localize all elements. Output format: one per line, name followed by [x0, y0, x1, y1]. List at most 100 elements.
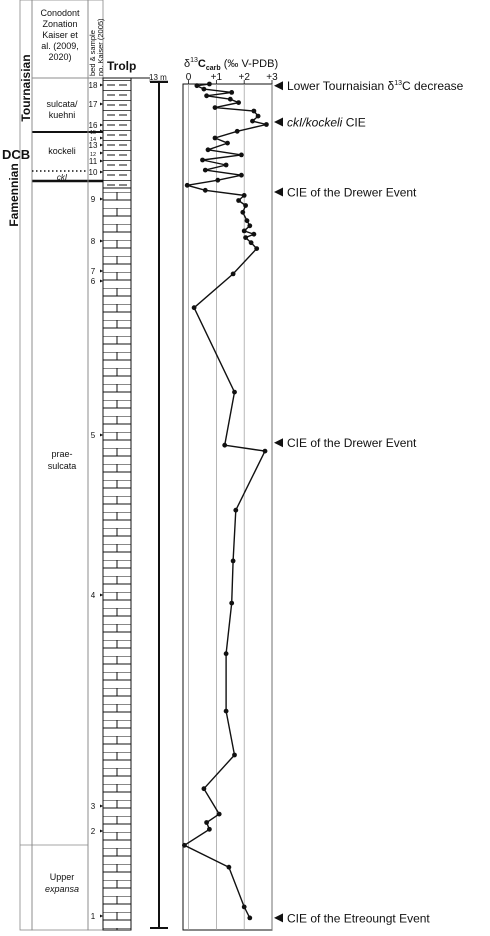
bed-marker: [100, 829, 103, 833]
lithology-column: [102, 77, 150, 931]
data-point: [247, 223, 253, 229]
annotation-italic: ckI/kockeli: [287, 115, 343, 129]
annotation-label: CIE of the Drewer Event: [287, 436, 417, 450]
zonation-header-line: Conodont: [40, 8, 80, 18]
bed-label: 7: [91, 267, 96, 276]
data-point: [201, 86, 207, 92]
scale-label: 13 m: [149, 73, 167, 82]
data-point: [254, 246, 260, 252]
bed-label: 1: [91, 912, 96, 921]
data-point: [182, 842, 187, 848]
bed-marker: [100, 123, 103, 127]
scale-bar: [150, 81, 168, 929]
annotation-arrow: [274, 117, 283, 127]
data-point: [223, 651, 229, 657]
annotation-label: CIE of the Drewer Event: [287, 186, 417, 200]
data-point: [191, 305, 197, 311]
data-point: [243, 235, 249, 241]
data-point: [201, 786, 207, 792]
bed-marker: [100, 914, 103, 918]
data-point: [232, 389, 237, 395]
data-point: [250, 118, 255, 124]
zone-praesulcata: prae-: [51, 449, 72, 459]
data-point: [223, 708, 229, 714]
bed-marker: [100, 433, 103, 437]
data-point: [205, 147, 211, 153]
stage-tournaisian: Tournaisian: [19, 54, 33, 121]
data-point: [239, 152, 244, 158]
stage-column: Tournaisian Famennian DCB: [2, 0, 103, 931]
axis-title-sup: 13: [190, 57, 198, 64]
data-point: [244, 218, 250, 224]
data-point: [241, 193, 247, 198]
section-name: Trolp: [107, 59, 136, 73]
data-point: [239, 172, 244, 178]
data-point: [236, 198, 242, 203]
bed-label: 4: [91, 591, 96, 600]
data-point: [233, 507, 239, 513]
bed-label: 6: [91, 277, 96, 286]
data-point: [251, 231, 257, 237]
data-point: [202, 167, 208, 173]
lithology-shale-limestone: [102, 77, 132, 189]
bed-marker: [100, 136, 103, 140]
zone-kockeli: kockeli: [48, 146, 76, 156]
annotation-arrow: [274, 438, 283, 448]
x-ticks: 0+1+2+3: [186, 72, 278, 84]
annotation-arrow: [274, 913, 283, 923]
bed-marker: [100, 593, 103, 597]
zonation-header-line: Kaiser et: [42, 30, 78, 40]
zone-sulcata-kuehni: sulcata/: [46, 99, 78, 109]
bed-label: 2: [91, 827, 96, 836]
data-point: [234, 128, 240, 134]
data-point: [248, 240, 254, 246]
annotation-label: ckI/kockeli CIE: [287, 115, 366, 129]
zonation-header-line: Zonation: [42, 19, 77, 29]
annotation-suffix: CIE of the Drewer Event: [287, 436, 417, 450]
data-point: [200, 157, 205, 163]
x-tick-label: +2: [238, 72, 250, 83]
annotation-suffix: CIE of the Etreoungt Event: [287, 911, 430, 925]
data-point: [216, 811, 222, 817]
bed-label: 10: [89, 168, 98, 177]
lithology-limestone: [102, 187, 132, 931]
bed-label: 11: [89, 157, 98, 166]
data-point: [227, 96, 233, 102]
data-point: [262, 448, 268, 454]
data-point: [229, 90, 235, 95]
bed-label: 16: [89, 121, 98, 130]
annotation-suffix: CIE: [342, 115, 365, 129]
zonation-column-box: [31, 77, 89, 931]
header: Conodont Zonation Kaiser et al. (2009, 2…: [31, 0, 278, 84]
annotation-suffix: C decrease: [402, 79, 464, 93]
data-point: [212, 135, 218, 141]
data-point: [215, 177, 221, 183]
isotope-panel: [182, 81, 273, 931]
data-point: [247, 915, 253, 921]
bed-label: 5: [91, 431, 96, 440]
axis-title-prefix: δ: [184, 58, 190, 70]
zone-sulcata-kuehni: kuehni: [49, 110, 76, 120]
bed-label: 15: [90, 130, 96, 136]
annotation-label: CIE of the Etreoungt Event: [287, 911, 430, 925]
bed-label: 3: [91, 802, 96, 811]
data-point: [264, 122, 269, 127]
data-point: [241, 228, 247, 234]
isotope-points: [182, 81, 269, 921]
bed-label: 9: [91, 195, 96, 204]
data-point: [202, 187, 208, 193]
data-point: [204, 820, 210, 825]
data-point: [184, 182, 190, 188]
axis-title-main: C: [198, 58, 206, 70]
annotations: Lower Tournaisian δ13C decreaseckI/kocke…: [274, 79, 464, 925]
x-tick-label: 0: [186, 72, 192, 83]
bed-marker: [100, 170, 103, 174]
zonation-header-line: al. (2009,: [41, 41, 79, 51]
data-point: [207, 81, 212, 87]
bed-marker: [100, 279, 103, 283]
annotation-suffix: CIE of the Drewer Event: [287, 186, 417, 200]
data-point: [230, 558, 236, 564]
bed-label: 13: [89, 141, 98, 150]
data-point: [212, 105, 218, 110]
